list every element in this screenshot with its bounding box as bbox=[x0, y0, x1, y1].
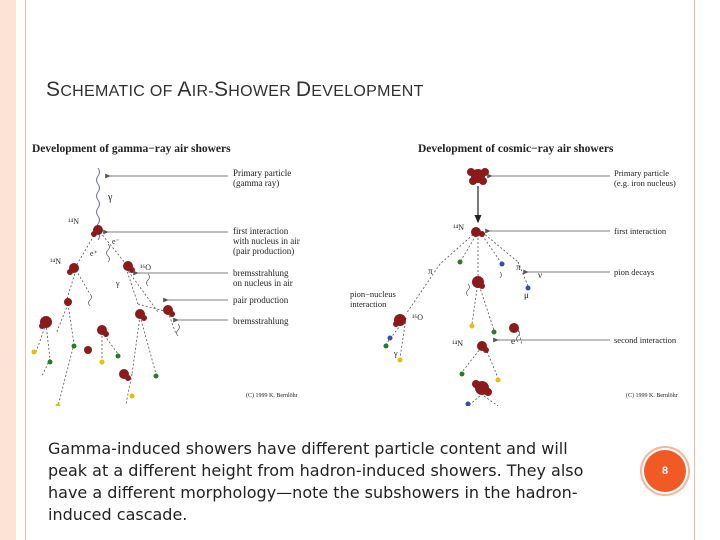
cosmic-sym-e: e bbox=[511, 336, 515, 346]
gamma-symbol: γ bbox=[107, 192, 113, 203]
title-rest-1: CHEMATIC OF bbox=[60, 83, 178, 100]
title-rest-4: EVELOPMENT bbox=[311, 83, 424, 100]
gamma-label-first-1: first interaction bbox=[233, 226, 289, 236]
cosmic-sym-o16: ¹⁶O bbox=[412, 313, 423, 322]
gamma-label-arrows bbox=[103, 173, 228, 323]
cosmic-label-pion-decays: pion decays bbox=[614, 267, 654, 277]
title-rest-2: IR- bbox=[191, 83, 214, 100]
cosmic-sym-mu: μ bbox=[524, 290, 529, 300]
cosmic-label-first: first interaction bbox=[614, 226, 667, 236]
cosmic-leaf-particles bbox=[383, 259, 531, 406]
gamma-panel: Development of gamma−ray air showers γ bbox=[31, 143, 300, 406]
gamma-label-first-2: with nucleus in air bbox=[233, 236, 300, 246]
cosmic-label-second: second interaction bbox=[614, 335, 677, 345]
gamma-leaf-particles bbox=[31, 343, 159, 406]
slide-title: SCHEMATIC OF AIR-SHOWER DEVELOPMENT bbox=[46, 78, 424, 102]
cosmic-shower-lines bbox=[385, 231, 529, 406]
cosmic-sym-nu: ν bbox=[538, 270, 542, 280]
gamma-label-pair: pair production bbox=[233, 295, 289, 305]
gamma-labels: Primary particle (gamma ray) first inter… bbox=[233, 168, 300, 326]
cosmic-copyright: (C) 1999 K. Bernlöhr bbox=[626, 392, 678, 399]
cosmic-sym-pi-a: π bbox=[428, 266, 433, 276]
cosmic-sym-n14-b: ¹⁴N bbox=[452, 339, 463, 348]
air-shower-diagram: Development of gamma−ray air showers γ bbox=[31, 143, 678, 406]
right-margin-line bbox=[694, 0, 695, 540]
cosmic-primary-nucleus bbox=[467, 168, 489, 185]
cosmic-label-arrows bbox=[485, 173, 610, 343]
gamma-label-brems-1: bremsstrahlung bbox=[233, 268, 289, 278]
gamma-sym-n14-b: ¹⁴N bbox=[50, 257, 61, 266]
title-cap-4: D bbox=[295, 78, 312, 101]
gamma-panel-heading: Development of gamma−ray air showers bbox=[32, 143, 231, 155]
cosmic-labels: Primary particle (e.g. iron nucleus) fir… bbox=[350, 168, 677, 345]
gamma-sym-eplus: e⁺ bbox=[90, 249, 98, 258]
cosmic-sym-n14-a: ¹⁴N bbox=[453, 223, 464, 232]
gamma-sym-eminus: e⁻ bbox=[112, 237, 120, 246]
cosmic-nuclei bbox=[393, 227, 519, 396]
cosmic-label-pion-nucleus-1: pion−nucleus bbox=[350, 289, 396, 299]
page-number-badge: 8 bbox=[644, 450, 686, 492]
cosmic-panel: Development of cosmic−ray air showers bbox=[350, 143, 678, 406]
gamma-nuclei bbox=[39, 225, 175, 381]
gamma-sym-gamma-2: γ bbox=[115, 279, 120, 288]
page-number: 8 bbox=[661, 465, 669, 477]
decorative-side-strip bbox=[0, 0, 16, 540]
gamma-copyright: (C) 1999 K. Bernlöhr bbox=[246, 392, 298, 399]
cosmic-label-primary-1: Primary particle bbox=[614, 168, 669, 178]
cosmic-sym-gamma: γ bbox=[393, 349, 398, 358]
gamma-sym-o16: ¹⁶O bbox=[140, 263, 151, 272]
gamma-shower-lines bbox=[35, 231, 177, 406]
title-cap-3: S bbox=[213, 78, 229, 101]
left-margin-line bbox=[25, 0, 26, 540]
gamma-label-primary-2: (gamma ray) bbox=[233, 178, 279, 188]
title-rest-3: HOWER bbox=[228, 83, 296, 100]
cosmic-panel-heading: Development of cosmic−ray air showers bbox=[418, 143, 614, 155]
gamma-sym-n14-a: ¹⁴N bbox=[68, 217, 79, 226]
title-cap-1: S bbox=[46, 78, 61, 101]
cosmic-label-pion-nucleus-2: interaction bbox=[350, 299, 387, 309]
gamma-label-first-3: (pair production) bbox=[233, 246, 294, 256]
slide-caption: Gamma-induced showers have different par… bbox=[48, 439, 584, 524]
gamma-wavy-photons bbox=[88, 243, 180, 337]
air-shower-figure: Development of gamma−ray air showers γ bbox=[28, 134, 692, 406]
gamma-label-brems-3: bremsstrahlung bbox=[233, 316, 289, 326]
cosmic-sym-pi-b: π bbox=[516, 262, 521, 272]
title-cap-2: A bbox=[177, 78, 192, 101]
cosmic-label-primary-2: (e.g. iron nucleus) bbox=[614, 178, 676, 188]
gamma-label-brems-2: on nucleus in air bbox=[233, 278, 293, 288]
gamma-label-primary-1: Primary particle bbox=[233, 168, 291, 178]
